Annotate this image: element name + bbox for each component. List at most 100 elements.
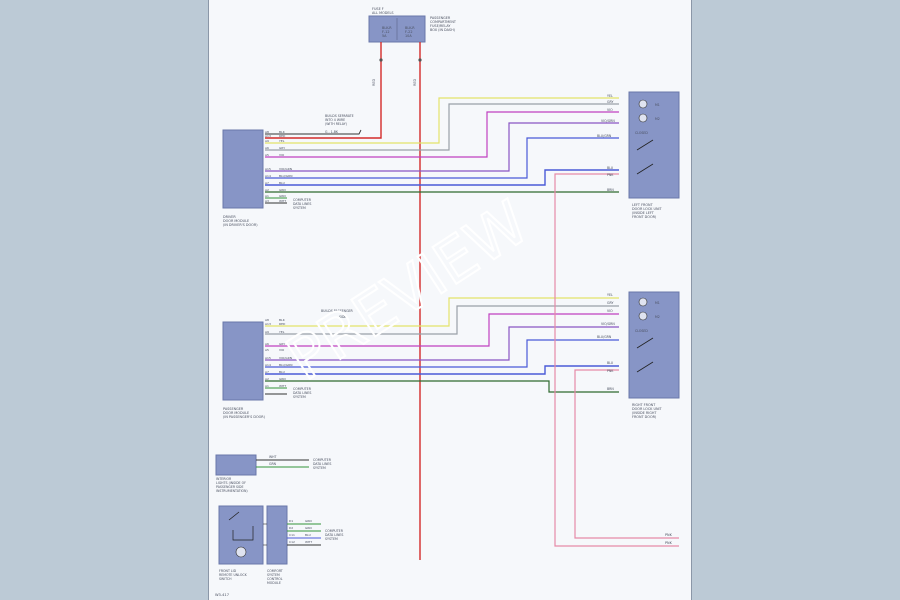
passenger-door-module: PASSENGER DOOR MODULE (IN PASSENGER'S DO…: [222, 309, 354, 419]
rear-lock-label-3: (INSIDE RIGHT: [632, 411, 657, 415]
comfort-label-4: MODULE: [267, 581, 281, 585]
comfort-to-label-1: COMPUTER: [325, 529, 344, 533]
wire-driver-blu-grn: [265, 137, 619, 179]
passenger-pin-color-3: GRY: [279, 342, 285, 346]
interior-label-2: LIGHTS (INSIDE OF: [216, 481, 246, 485]
driver-ground-note-3: (WITH RELAY): [325, 122, 347, 126]
front-lock-label-2: DOOR LOCK UNIT: [632, 207, 663, 211]
driver-pin-color-4: VIO: [279, 153, 285, 157]
driver-pin-color-7: BLU: [279, 181, 285, 185]
wiring-sheet: FUSE F ALL MODELS PASSENGER COMPARTMENT …: [208, 0, 692, 600]
front-lock-unit: M1 M2 CLOSED LEFT FRONT DOOR LOCK UNIT (…: [597, 91, 680, 219]
driver-pin-color-6: BLU/GRN: [279, 174, 292, 178]
comfort-label-1: COMFORT: [267, 569, 283, 573]
driver-to-label-3: SYSTEM: [293, 206, 306, 210]
interior-label-1: INTERIOR: [216, 477, 232, 481]
front-lock-label-1: LEFT FRONT: [632, 203, 654, 207]
fuse-right-cell-3: 10A: [405, 34, 412, 38]
driver-module-box: [222, 129, 264, 209]
passenger-pin-color-7: BLU: [279, 370, 285, 374]
fuse-side-label-2: COMPARTMENT: [430, 20, 457, 24]
driver-pin-color-5: VIO/GRN: [279, 167, 292, 171]
passenger-to-label-2: DATA LINES: [293, 391, 311, 395]
driver-pin-color-8: GRN: [279, 188, 286, 192]
front-lock-sub-m2: M2: [655, 117, 660, 121]
passenger-pin-1: A13: [265, 322, 271, 326]
front-lid-label-1: FRONT LID: [219, 569, 237, 573]
passenger-module-label-3: (IN PASSENGER'S DOOR): [223, 415, 266, 419]
wire-pass-vio-grn: [265, 326, 619, 361]
front-lock-wire-label-0: YEL: [607, 94, 613, 98]
fuse-right-cell-1: BLK-R: [405, 26, 415, 30]
passenger-pin-color-8: GRN: [279, 377, 286, 381]
driver-module-label-3: (IN DRIVER'S DOOR): [223, 223, 258, 227]
passenger-pin-7: A7: [265, 370, 269, 374]
interior-wire-label-1: GRN: [269, 462, 277, 466]
comfort-wire-2: BLU: [305, 533, 311, 537]
passenger-pin-color-6: BLU/GRN: [279, 363, 292, 367]
driver-ground-note-2: INTO 4 WIRE: [325, 118, 345, 122]
passenger-ground-note-2: SIDE: [339, 315, 346, 319]
comfort-wire-0: GRN: [305, 519, 312, 523]
passenger-pin-0: A8: [265, 318, 269, 322]
front-lock-label-3: (INSIDE LEFT: [632, 211, 655, 215]
rear-lock-switch-2: [636, 361, 654, 373]
interior-to-label-3: SYSTEM: [313, 466, 326, 470]
rear-lock-motor-m1: [638, 297, 648, 307]
driver-pin-9: A1: [265, 194, 269, 198]
fuse-side-label-3: FUSE/RELAY: [430, 24, 451, 28]
comfort-pin-1: D2: [289, 526, 293, 530]
comfort-module-box: [266, 505, 288, 565]
rear-lock-wire-label-3: VIO/GRN: [601, 322, 615, 326]
front-lock-label-4: FRONT DOOR): [632, 215, 657, 219]
front-lock-motor-m2: [638, 113, 648, 123]
red-feed-driver: [265, 42, 382, 139]
front-lid-switch: FRONT LID REMOTE UNLOCK SWITCH: [218, 505, 264, 581]
interior-label-4: INSTRUMENTATION): [216, 489, 248, 493]
driver-module-wires: COMPUTER DATA LINES SYSTEM: [265, 97, 619, 210]
rear-lock-label-2: DOOR LOCK UNIT: [632, 407, 663, 411]
fuse-left-cell-1: BLK-R: [382, 26, 392, 30]
wire-pass-yel: [265, 297, 619, 327]
driver-pin-color-1: RED: [279, 134, 286, 138]
driver-pin-7: A7: [265, 181, 269, 185]
wire-pink-1: [554, 173, 679, 547]
passenger-module-box: [222, 321, 264, 401]
rear-lock-wire-label-2: VIO: [607, 309, 613, 313]
fuse-block: FUSE F ALL MODELS PASSENGER COMPARTMENT …: [368, 7, 457, 86]
front-lock-wire-label-1: GRY: [607, 100, 613, 104]
comfort-to-label-3: SYSTEM: [325, 537, 338, 541]
rear-lock-box: [628, 291, 680, 399]
passenger-ground-note-1: BUILDS PASSENGER: [321, 309, 354, 313]
wire-driver-vio: [265, 111, 619, 158]
driver-door-module: DRIVER DOOR MODULE (IN DRIVER'S DOOR) BU…: [222, 114, 354, 227]
comfort-pin-3: C12: [289, 540, 295, 544]
driver-pin-2: A9: [265, 139, 269, 143]
front-lock-wire-label-3: VIO/GRN: [601, 119, 615, 123]
passenger-pin-color-2: YEL: [279, 330, 285, 334]
front-lock-switch-1: [636, 139, 654, 151]
wire-pink-2: [574, 369, 679, 539]
driver-pin-5: A15: [265, 167, 271, 171]
wiring-diagram: FUSE F ALL MODELS PASSENGER COMPARTMENT …: [215, 7, 680, 597]
driver-pin-8: A2: [265, 188, 269, 192]
wire-driver-blu: [265, 169, 619, 186]
driver-ground-note-1: BUILDS SEPARATE: [325, 114, 354, 118]
driver-pin-3: A6: [265, 146, 269, 150]
wire-pass-blu-grn: [265, 339, 619, 368]
front-lid-label-3: SWITCH: [219, 577, 232, 581]
passenger-module-wires: COMPUTER DATA LINES SYSTEM: [265, 297, 619, 399]
driver-ground-note-4: G - 1-BK: [325, 130, 339, 134]
rear-lock-wire-label-6: PNK: [607, 369, 614, 373]
rear-lock-wire-label-5: BLU: [607, 361, 614, 365]
fuse-feed-wires: [265, 42, 422, 560]
driver-pin-1: A13: [265, 134, 271, 138]
rear-lock-sub-m2: M2: [655, 315, 660, 319]
fuse-label-2: ALL MODELS: [372, 11, 394, 15]
wire-driver-gry: [265, 103, 619, 151]
comfort-label-2: SYSTEM: [267, 573, 280, 577]
passenger-pin-color-0: BLK: [279, 318, 286, 322]
driver-pin-color-9: GRN: [279, 194, 286, 198]
passenger-pin-5: A15: [265, 356, 271, 360]
